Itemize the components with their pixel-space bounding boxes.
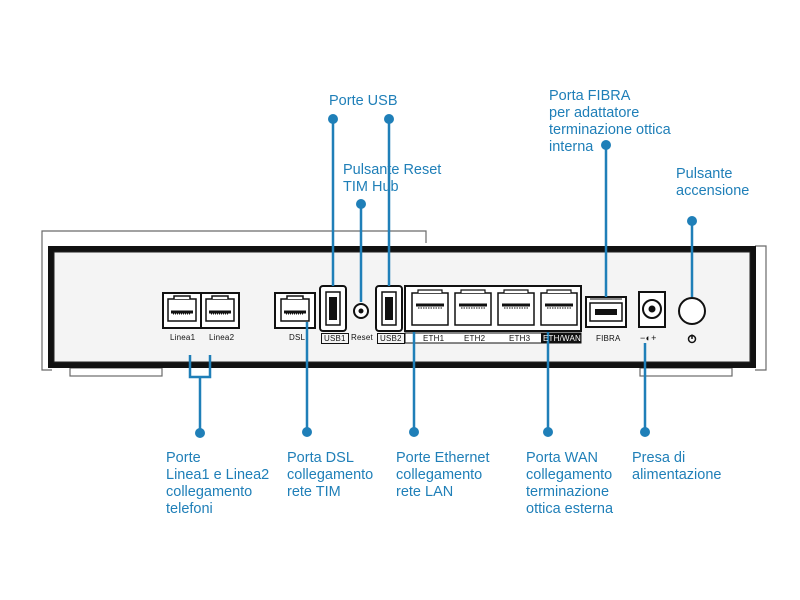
usb-port-2 [375,285,403,332]
rj11-port-dsl [274,292,316,329]
wan-label-highlight [541,333,581,343]
callout-power-socket: Presa di alimentazione [632,450,722,483]
right-foot [639,367,733,377]
label-linea2: Linea2 [209,333,235,342]
label-dsl: DSL [289,333,306,342]
usb-port-1 [319,285,347,332]
callout-power-button: Pulsante accensione [676,166,750,199]
callout-linea: Porte Linea1 e Linea2 collegamento telef… [166,450,270,517]
label-power-polarity: −◐+ [640,333,657,343]
label-eth2: ETH2 [464,334,486,343]
fibra-port [585,296,627,328]
label-eth3: ETH3 [509,334,531,343]
callout-ethernet: Porte Ethernet collegamento rete LAN [396,450,490,500]
label-reset: Reset [351,333,373,342]
label-eth-wan: ETH/WAN [543,334,581,343]
casing-top-outline [41,230,427,246]
callout-dsl: Porta DSL collegamento rete TIM [287,450,374,500]
rj11-port-linea1 [162,292,202,329]
label-eth1: ETH1 [423,334,445,343]
rj45-port-eth-wan [540,289,578,326]
rj45-port-eth2 [454,289,492,326]
callout-wan: Porta WAN collegamento terminazione otti… [526,450,614,517]
rj45-port-eth3 [497,289,535,326]
power-button [678,297,706,344]
left-foot [69,367,163,377]
casing-right-outline [755,245,767,371]
rj45-port-eth1 [411,289,449,326]
callout-fibra: Porta FIBRA per adattatore terminazione … [549,88,671,155]
label-usb1: USB1 [321,333,349,344]
label-linea1: Linea1 [170,333,196,342]
callout-reset: Pulsante Reset TIM Hub [343,162,442,195]
label-fibra: FIBRA [596,334,621,343]
callout-leaders [188,114,697,438]
power-socket [638,291,666,328]
callout-usb: Porte USB [329,93,398,109]
casing-left-outline [41,246,52,371]
rj11-port-linea2 [200,292,240,329]
reset-button [353,303,369,319]
label-usb2: USB2 [377,333,405,344]
